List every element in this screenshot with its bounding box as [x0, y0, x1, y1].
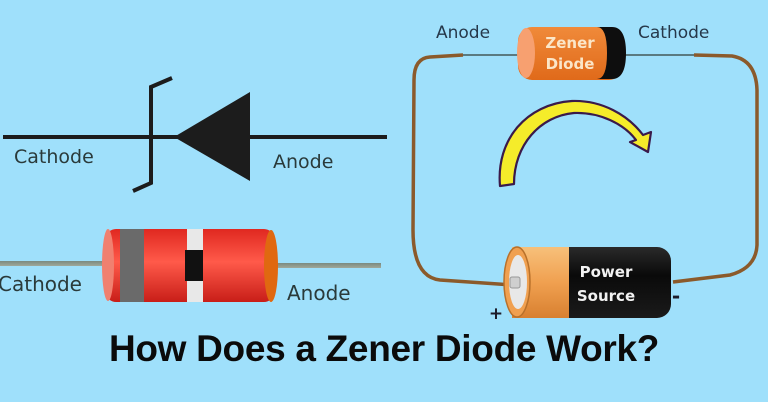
symbol-anode-label: Anode — [273, 151, 334, 173]
zener-bar-icon — [132, 76, 173, 193]
wire-right — [672, 53, 759, 284]
component-anode-label: Anode — [287, 281, 351, 305]
svg-text:Power: Power — [580, 263, 633, 281]
symbol-cathode-label: Cathode — [14, 146, 94, 168]
zener-diode-component: Zener Diode — [517, 27, 626, 80]
page-title: How Does a Zener Diode Work? — [108, 328, 660, 369]
component-cathode-label: Cathode — [0, 272, 82, 296]
svg-text:Diode: Diode — [546, 55, 595, 73]
current-flow-arrow-icon — [498, 99, 653, 188]
battery-power-source: Power Source — [503, 246, 671, 318]
svg-text:Source: Source — [577, 287, 635, 305]
circuit-cathode-label: Cathode — [638, 23, 710, 43]
plus-sign: + — [489, 304, 503, 324]
svg-text:Zener: Zener — [545, 34, 595, 52]
diode-triangle-icon — [174, 92, 250, 181]
circuit-anode-label: Anode — [436, 23, 491, 43]
minus-sign: - — [672, 284, 680, 308]
wire-left — [411, 53, 513, 287]
